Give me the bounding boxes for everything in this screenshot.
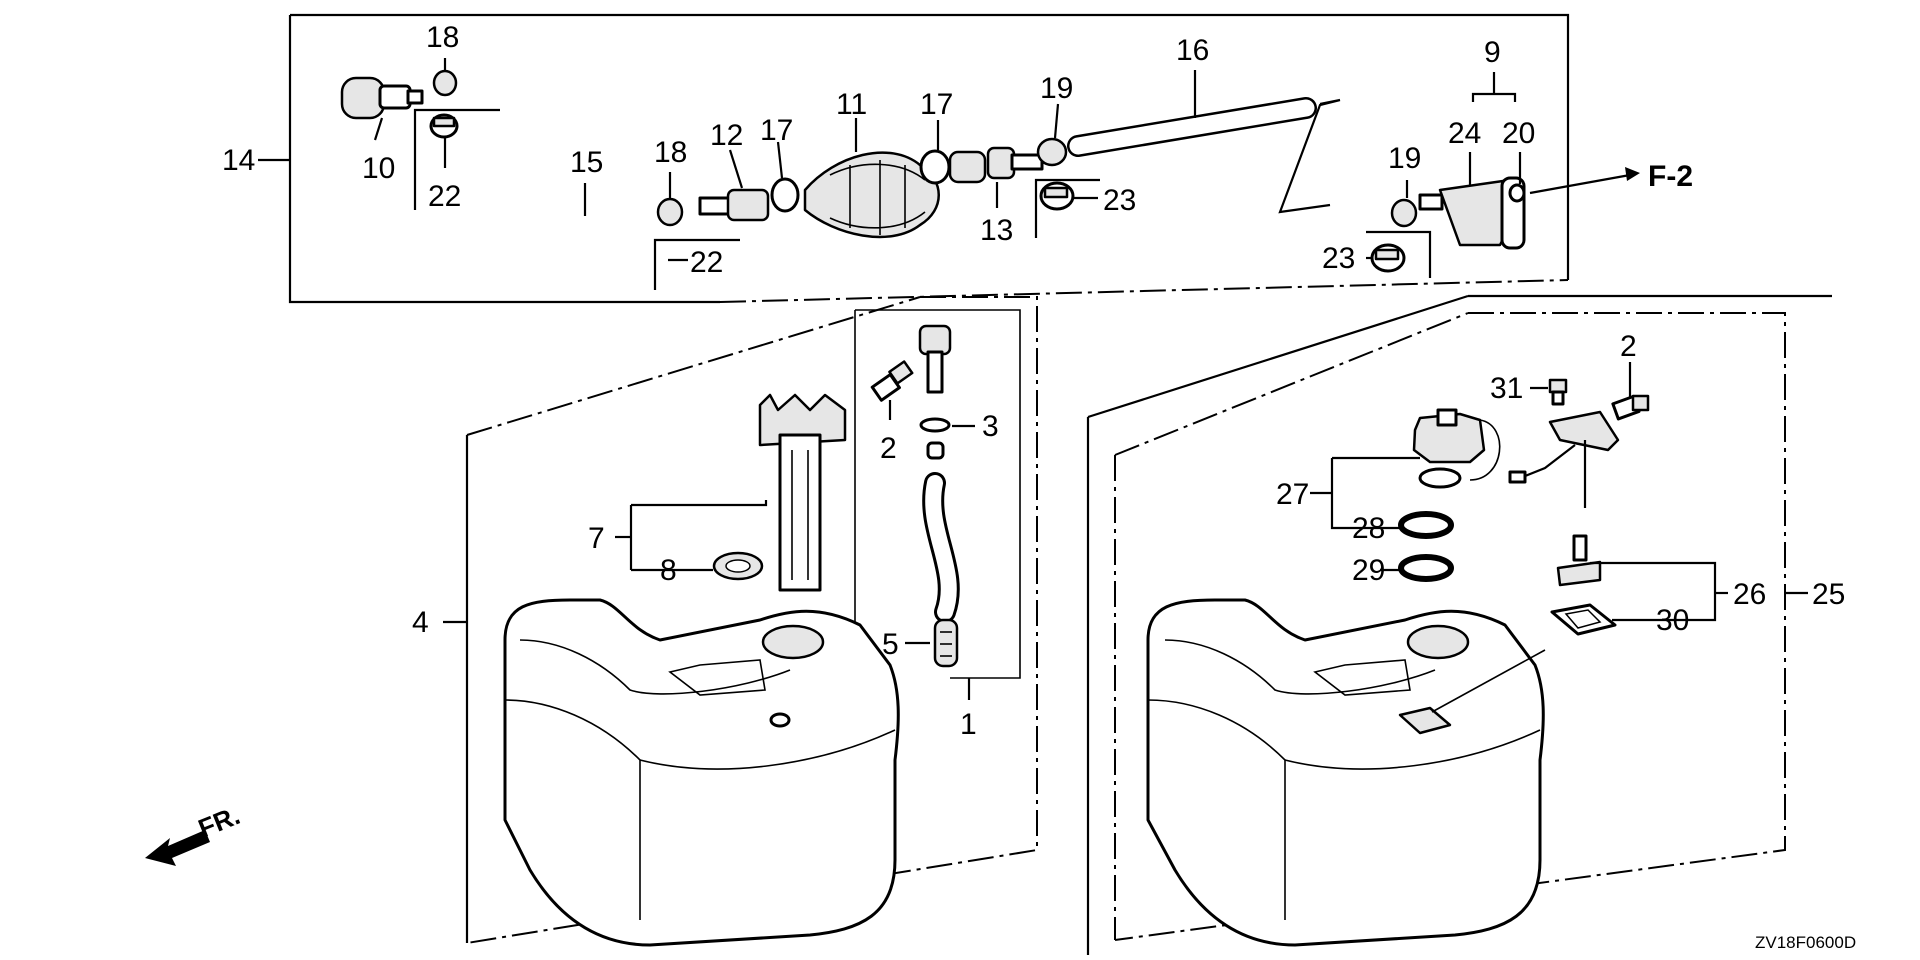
- callout-5: 5: [882, 628, 899, 661]
- callout-30: 30: [1656, 604, 1689, 637]
- callout-1: 1: [960, 708, 977, 741]
- part-19-clip-lower: [1390, 198, 1418, 228]
- leader-lines: [258, 58, 1808, 700]
- callout-19-lower: 19: [1388, 142, 1421, 175]
- part-15-hose: [462, 53, 653, 234]
- callout-23-left: 23: [1103, 184, 1136, 217]
- part-gauge-unit: [1508, 410, 1620, 508]
- callout-14: 14: [222, 144, 255, 177]
- reference-f2: F-2: [1648, 160, 1693, 193]
- part-16-hose: [1067, 97, 1341, 214]
- part-1-pickup-tube: [922, 472, 960, 623]
- part-20-oring: [1508, 183, 1526, 203]
- part-23-clamp-left: [1039, 181, 1075, 211]
- part-8-gasket: [712, 551, 764, 581]
- part-26-vent: [1556, 534, 1602, 587]
- part-2-fitting-right: [1611, 394, 1650, 421]
- part-18-clip-top: [432, 69, 458, 97]
- part-2-fitting-left: [870, 360, 914, 402]
- fuel-line-group-frame: [288, 13, 1832, 304]
- part-28-gasket: [1398, 511, 1454, 539]
- callout-10: 10: [362, 152, 395, 185]
- part-3-elbow-and-washer: [918, 324, 952, 460]
- part-17-clip-right: [919, 149, 987, 185]
- part-13-fitting: [986, 146, 1044, 180]
- part-17-clip-left: [770, 177, 800, 213]
- part-30-gasket: [1550, 603, 1617, 636]
- drawing-code: ZV18F0600D: [1755, 933, 1856, 952]
- callout-18-top: 18: [426, 21, 459, 54]
- callout-15: 15: [570, 146, 603, 179]
- part-27-fuel-cap: [1412, 408, 1501, 489]
- part-10-connector: [340, 76, 424, 120]
- callout-9: 9: [1484, 36, 1501, 69]
- callout-23-right: 23: [1322, 242, 1355, 275]
- part-24-connector: [1418, 176, 1526, 250]
- callout-17-left: 17: [760, 114, 793, 147]
- part-22-clamp-top: [429, 113, 459, 139]
- part-19-clip-upper: [1036, 137, 1068, 167]
- callout-26: 26: [1733, 578, 1766, 611]
- callout-12: 12: [710, 119, 743, 152]
- callout-2-right: 2: [1620, 330, 1637, 363]
- callout-7: 7: [588, 522, 605, 555]
- callout-22-top: 22: [428, 180, 461, 213]
- part-29-ring: [1398, 554, 1454, 582]
- callout-11: 11: [836, 88, 867, 121]
- right-fuel-tank: [1146, 598, 1546, 947]
- part-31-screw: [1548, 378, 1568, 406]
- part-7-fuel-gauge: [758, 393, 847, 592]
- callout-22-mid: 22: [690, 246, 723, 279]
- callout-29: 29: [1352, 554, 1385, 587]
- part-12-fitting: [698, 188, 770, 222]
- part-23-clamp-right: [1370, 243, 1406, 273]
- left-fuel-tank: [503, 598, 900, 947]
- callout-3: 3: [982, 410, 999, 443]
- callout-27: 27: [1276, 478, 1309, 511]
- part-5-filter: [933, 618, 959, 668]
- callout-16: 16: [1176, 34, 1209, 67]
- callout-31: 31: [1490, 372, 1523, 405]
- arrow-left-down-icon: [145, 830, 210, 866]
- callout-18-mid: 18: [654, 136, 687, 169]
- callout-19-upper: 19: [1040, 72, 1073, 105]
- callout-17-right: 17: [920, 88, 953, 121]
- part-18-clip-mid: [656, 197, 684, 227]
- front-direction-marker: FR.: [145, 800, 244, 866]
- arrow-right-icon: [1625, 167, 1640, 181]
- callout-25: 25: [1812, 578, 1845, 611]
- callout-4: 4: [412, 606, 429, 639]
- callout-24: 24: [1448, 117, 1481, 150]
- callout-2-left: 2: [880, 432, 897, 465]
- callout-8: 8: [660, 554, 677, 587]
- callout-28: 28: [1352, 512, 1385, 545]
- callout-20: 20: [1502, 117, 1535, 150]
- callout-labels: 14 10 18 22 15 18 12 17 11 17 13 19 23 1…: [222, 21, 1856, 952]
- part-11-primer-bulb: [803, 151, 940, 239]
- callout-13: 13: [980, 214, 1013, 247]
